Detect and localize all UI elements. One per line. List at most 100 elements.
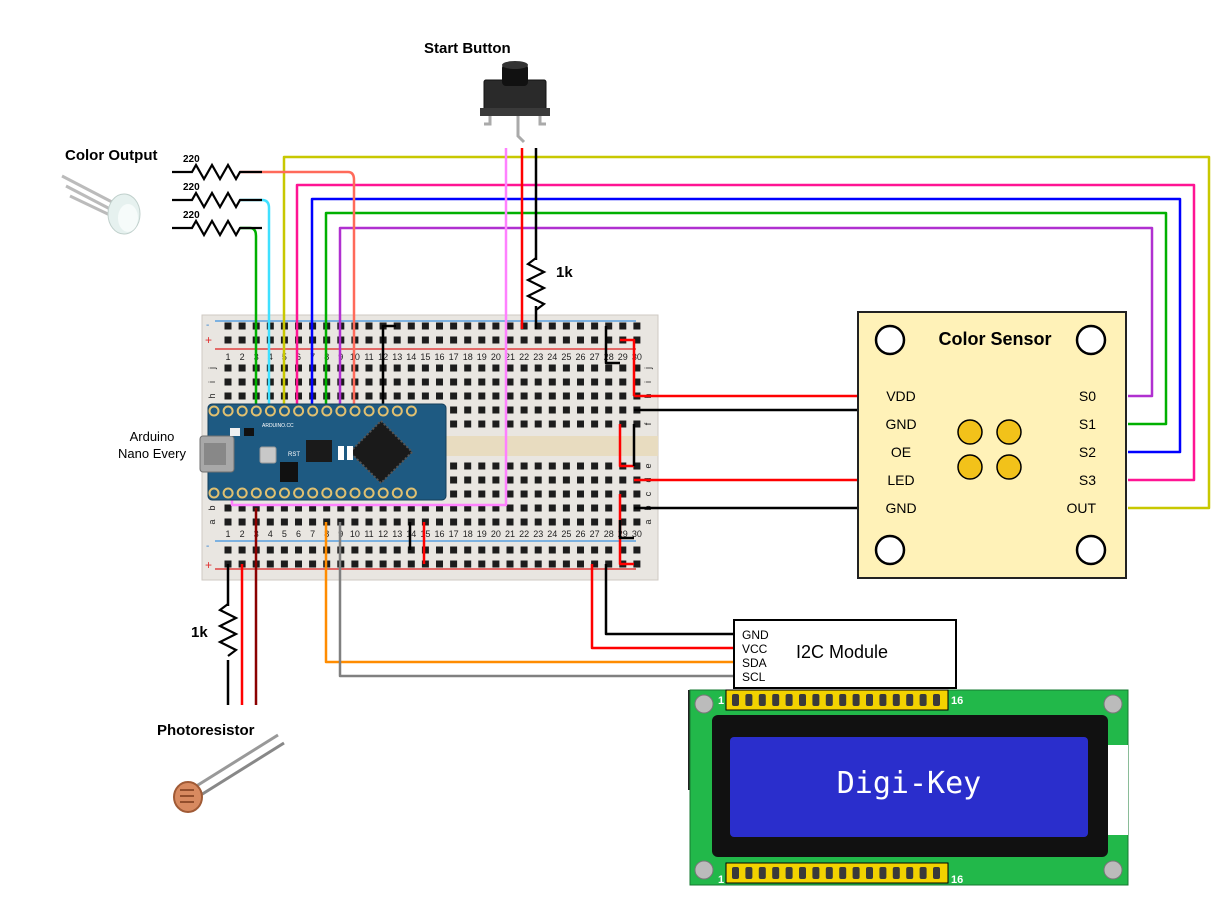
breadboard-hole	[605, 476, 613, 484]
arduino-pin	[236, 487, 248, 499]
breadboard-hole	[492, 420, 500, 428]
breadboard-hole	[633, 420, 641, 428]
breadboard-hole	[224, 378, 232, 386]
column-number: 26	[575, 529, 585, 539]
row-letter: i	[643, 381, 653, 383]
breadboard-hole	[464, 420, 472, 428]
breadboard-hole	[351, 560, 359, 568]
arduino-pin	[349, 487, 361, 499]
breadboard-hole	[421, 336, 429, 344]
sensor-led	[957, 419, 983, 445]
lcd-pin	[852, 694, 860, 706]
breadboard-hole	[421, 546, 429, 554]
breadboard-hole	[365, 378, 373, 386]
start-button[interactable]	[480, 61, 550, 144]
breadboard-hole	[478, 336, 486, 344]
breadboard-hole	[548, 546, 556, 554]
breadboard-hole	[464, 560, 472, 568]
breadboard-hole	[266, 392, 274, 400]
lcd-pin	[745, 867, 753, 879]
breadboard-hole	[548, 504, 556, 512]
arduino-pin	[391, 405, 403, 417]
main-chip	[348, 419, 414, 485]
breadboard-hole	[478, 476, 486, 484]
breadboard-hole	[407, 392, 415, 400]
lcd-pin	[933, 694, 940, 706]
breadboard-hole	[266, 322, 274, 330]
breadboard-hole	[464, 336, 472, 344]
breadboard-hole	[591, 364, 599, 372]
breadboard-hole	[577, 420, 584, 428]
arduino-pin	[335, 405, 347, 417]
breadboard-hole	[577, 336, 584, 344]
breadboard-hole	[577, 364, 584, 372]
breadboard-hole	[365, 392, 373, 400]
wire-s1-green	[324, 211, 1168, 426]
lcd-pin	[772, 694, 780, 706]
lcd-pin-last-top: 16	[951, 695, 963, 707]
breadboard-hole	[506, 560, 514, 568]
breadboard-hole	[393, 322, 401, 330]
breadboard-hole	[365, 546, 373, 554]
lcd-display	[688, 689, 1129, 886]
breadboard-hole	[619, 518, 627, 526]
lcd-pin	[906, 694, 914, 706]
column-number: 16	[434, 352, 444, 362]
lcd-pin	[919, 867, 927, 879]
breadboard-hole	[577, 462, 584, 470]
wire-bb-black-low	[618, 520, 634, 540]
lcd-pin	[839, 694, 847, 706]
breadboard-hole	[619, 490, 627, 498]
breadboard-hole	[421, 322, 429, 330]
mount-hole	[1075, 534, 1107, 566]
breadboard-hole	[421, 504, 429, 512]
breadboard-hole	[506, 364, 514, 372]
breadboard-hole	[238, 546, 246, 554]
column-number: 11	[364, 529, 373, 539]
row-letter: b	[207, 505, 217, 510]
breadboard-hole	[393, 518, 401, 526]
breadboard-hole	[464, 322, 472, 330]
column-number: 5	[282, 529, 287, 539]
lcd-pin	[866, 694, 873, 706]
breadboard-hole	[407, 336, 415, 344]
sensor-pin-label: GND	[885, 416, 916, 432]
breadboard-hole	[436, 392, 443, 400]
column-number: 14	[406, 352, 416, 362]
breadboard-hole	[520, 364, 528, 372]
breadboard-hole	[506, 546, 514, 554]
breadboard-hole	[464, 546, 472, 554]
resistor-button	[525, 257, 547, 311]
wire-gnd1	[634, 408, 878, 424]
i2c-module-title: I2C Module	[796, 642, 888, 662]
arduino-pin	[335, 487, 347, 499]
breadboard-hole	[323, 504, 331, 512]
arduino-pin	[293, 405, 305, 417]
breadboard-hole	[295, 504, 302, 512]
breadboard-hole	[577, 392, 584, 400]
arduino-pin	[293, 487, 305, 499]
row-letter: c	[643, 491, 653, 496]
breadboard-hole	[548, 392, 556, 400]
breadboard-hole	[450, 560, 458, 568]
lcd-pin	[812, 694, 820, 706]
breadboard-hole	[393, 392, 401, 400]
breadboard-hole	[407, 560, 415, 568]
breadboard-hole	[577, 322, 584, 330]
resistor-led-blue	[172, 218, 262, 238]
arduino-pin	[321, 405, 333, 417]
lcd-pin	[839, 867, 847, 879]
arduino-pin	[307, 487, 319, 499]
breadboard-hole	[436, 546, 443, 554]
row-letter: a	[643, 519, 653, 524]
breadboard-hole	[464, 364, 472, 372]
reset-button[interactable]	[259, 446, 277, 464]
breadboard-hole	[548, 322, 556, 330]
breadboard-hole	[577, 490, 584, 498]
breadboard-hole	[520, 322, 528, 330]
breadboard-hole	[492, 462, 500, 470]
sensor-pin-label: OUT	[1066, 500, 1096, 516]
breadboard-hole	[506, 420, 514, 428]
resistor-led-green-value: 220	[183, 182, 200, 193]
